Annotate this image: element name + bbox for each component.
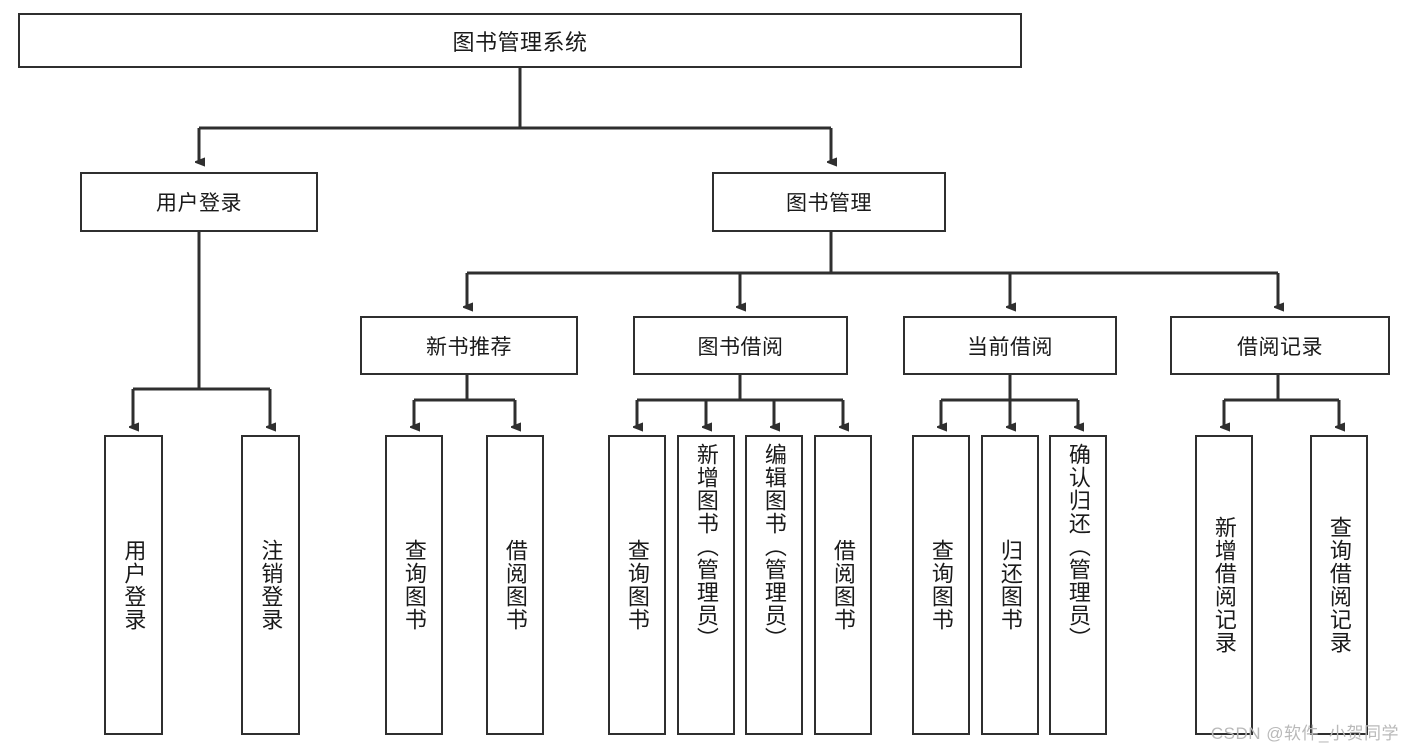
node-label: 用户登录 bbox=[121, 539, 147, 631]
leaf-edit-book-admin[interactable]: 编辑图书（管理员） bbox=[745, 435, 803, 735]
node-label: 新增图书（管理员） bbox=[693, 443, 719, 650]
node-label: 图书管理系统 bbox=[452, 29, 588, 55]
node-book-management[interactable]: 图书管理 bbox=[712, 172, 946, 232]
node-label: 借阅记录 bbox=[1237, 335, 1323, 359]
node-label: 注销登录 bbox=[258, 539, 284, 631]
leaf-borrow-books-recommendation[interactable]: 借阅图书 bbox=[486, 435, 544, 735]
node-borrowing-records[interactable]: 借阅记录 bbox=[1170, 316, 1390, 375]
node-label: 查询图书 bbox=[928, 539, 954, 631]
leaf-query-borrow-record[interactable]: 查询借阅记录 bbox=[1310, 435, 1368, 735]
node-book-borrowing[interactable]: 图书借阅 bbox=[633, 316, 848, 375]
node-label: 确认归还（管理员） bbox=[1065, 443, 1091, 650]
node-label: 归还图书 bbox=[997, 539, 1023, 631]
csdn-watermark: CSDN @软件_小贺同学 bbox=[1210, 724, 1399, 743]
leaf-return-books[interactable]: 归还图书 bbox=[981, 435, 1039, 735]
leaf-borrow-books-borrowing[interactable]: 借阅图书 bbox=[814, 435, 872, 735]
node-label: 编辑图书（管理员） bbox=[761, 443, 787, 650]
node-label: 借阅图书 bbox=[830, 539, 856, 631]
node-label: 查询图书 bbox=[624, 539, 650, 631]
node-user-login[interactable]: 用户登录 bbox=[80, 172, 318, 232]
leaf-query-books-recommendation[interactable]: 查询图书 bbox=[385, 435, 443, 735]
leaf-add-borrow-record[interactable]: 新增借阅记录 bbox=[1195, 435, 1253, 735]
node-label: 查询借阅记录 bbox=[1326, 516, 1352, 654]
node-label: 新书推荐 bbox=[426, 335, 512, 359]
node-label: 新增借阅记录 bbox=[1211, 516, 1237, 654]
node-label: 图书借阅 bbox=[697, 335, 784, 359]
leaf-logout[interactable]: 注销登录 bbox=[241, 435, 300, 735]
leaf-user-login[interactable]: 用户登录 bbox=[104, 435, 163, 735]
node-label: 图书管理 bbox=[786, 192, 872, 215]
node-label: 用户登录 bbox=[156, 192, 242, 215]
node-label: 当前借阅 bbox=[967, 335, 1053, 359]
node-current-borrowing[interactable]: 当前借阅 bbox=[903, 316, 1117, 375]
leaf-query-books-current[interactable]: 查询图书 bbox=[912, 435, 970, 735]
leaf-add-book-admin[interactable]: 新增图书（管理员） bbox=[677, 435, 735, 735]
leaf-query-books-borrowing[interactable]: 查询图书 bbox=[608, 435, 666, 735]
node-root-book-management-system[interactable]: 图书管理系统 bbox=[18, 13, 1022, 68]
node-label: 查询图书 bbox=[401, 539, 427, 631]
node-new-book-recommendation[interactable]: 新书推荐 bbox=[360, 316, 578, 375]
node-label: 借阅图书 bbox=[502, 539, 528, 631]
leaf-confirm-return-admin[interactable]: 确认归还（管理员） bbox=[1049, 435, 1107, 735]
